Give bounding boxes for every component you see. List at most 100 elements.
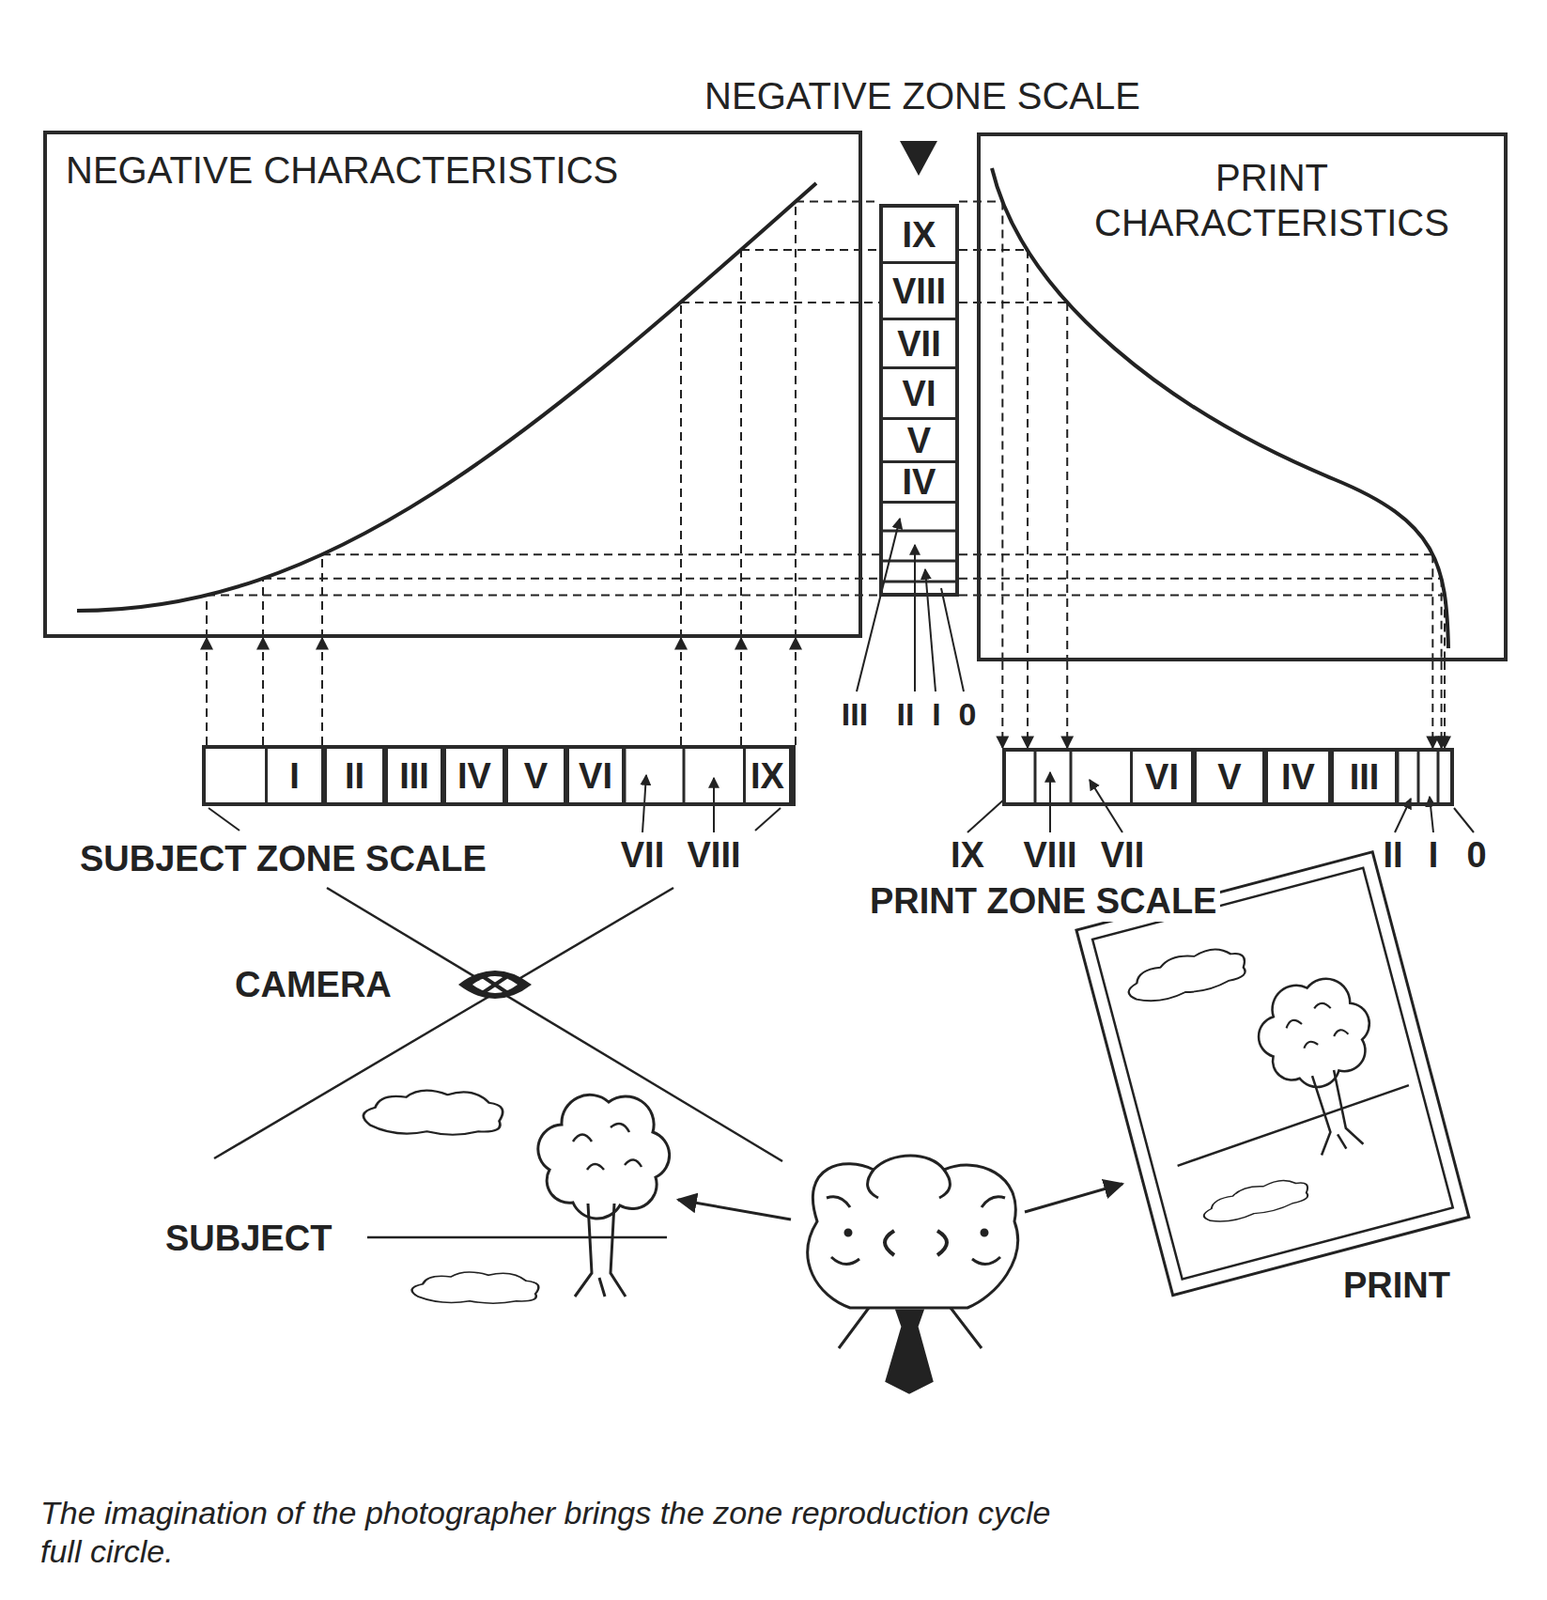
projection-line — [680, 301, 880, 304]
projection-guides — [206, 201, 1445, 662]
leader-lines — [208, 518, 1474, 833]
projection-line — [740, 637, 743, 745]
zone-number: IV — [902, 464, 937, 500]
negative-curve — [77, 183, 817, 611]
zone-cell: III — [1330, 751, 1398, 803]
zone-number: III — [1349, 758, 1380, 795]
zone-cell: VI — [1129, 751, 1194, 803]
projection-line — [206, 593, 880, 596]
zone-label: III — [839, 696, 870, 732]
heading-text: SUBJECT ZONE SCALE — [79, 839, 487, 880]
zone-label: VIII — [684, 835, 743, 876]
zone-cell: III — [385, 748, 444, 803]
projection-line — [959, 577, 1442, 580]
zone-cell: VI — [566, 748, 625, 803]
zone-label: VII — [1098, 835, 1146, 876]
projection-line — [959, 593, 1445, 596]
projection-line — [1026, 249, 1029, 662]
zone-cell: V — [1193, 751, 1266, 803]
projection-line — [322, 553, 880, 556]
dashed-connector — [206, 637, 796, 745]
projection-line — [1001, 661, 1004, 748]
dashed-connector — [959, 201, 1445, 596]
zone-label: II — [895, 696, 917, 732]
zone-cell: II — [324, 748, 386, 803]
zone-label: 0 — [957, 696, 979, 732]
camera-lens — [458, 970, 532, 999]
projection-line — [1431, 554, 1434, 662]
zone-cell: IX — [742, 748, 792, 803]
projection-line — [1001, 201, 1004, 662]
zone-number: IX — [750, 758, 785, 794]
zone-number: VI — [578, 758, 613, 794]
heading-text: PRINT ZONE SCALE — [866, 881, 1221, 922]
projection-line — [680, 637, 682, 745]
heading-text: NEGATIVE CHARACTERISTICS — [65, 149, 619, 191]
zone-number: I — [289, 758, 300, 794]
zone-label: 0 — [1464, 835, 1488, 876]
zone-cell: I — [264, 748, 325, 803]
zone-label: I — [929, 696, 943, 732]
pointer-triangle — [899, 140, 938, 176]
zone-cell: IV — [443, 748, 506, 803]
zone-number: VIII — [892, 273, 946, 310]
subject-scene — [363, 1090, 670, 1304]
zone-number: IV — [457, 758, 492, 794]
zone-scale: PRINT ZONE SCALEVIVIVIII — [1002, 747, 1455, 806]
scene-label: PRINT — [1341, 1266, 1453, 1306]
projection-line — [1443, 594, 1446, 662]
zone-label: VIII — [1021, 835, 1079, 876]
zone-number: V — [1217, 758, 1241, 795]
projection-line — [959, 553, 1433, 556]
projection-line — [959, 248, 1028, 251]
projection-line — [1443, 661, 1446, 748]
chart-panel: NEGATIVE CHARACTERISTICS — [43, 130, 863, 638]
zone-number: VI — [1144, 758, 1179, 795]
projection-line — [205, 637, 208, 745]
zone-label: IX — [948, 835, 987, 876]
projection-line — [1440, 661, 1443, 748]
scene-label: SUBJECT — [163, 1219, 334, 1259]
projection-line — [794, 201, 797, 638]
projection-line — [1431, 661, 1434, 748]
zone-cell: IV — [1265, 751, 1331, 803]
zone-label: II — [1380, 835, 1405, 876]
projection-line — [1440, 578, 1443, 662]
projection-line — [262, 578, 264, 638]
dashed-connector — [206, 201, 880, 596]
camera-rays — [214, 887, 783, 1161]
zone-cell: V — [882, 419, 956, 464]
zone-number: III — [399, 758, 430, 794]
projection-line — [1066, 661, 1068, 748]
projection-line — [1026, 661, 1029, 748]
cell-dividers — [624, 530, 1439, 806]
projection-line — [959, 201, 1003, 203]
zone-scale: NEGATIVE ZONE SCALEIXVIIIVIIVIVIV — [879, 203, 960, 597]
projection-line — [680, 302, 682, 638]
heading-text: PRINT CHARACTERISTICS — [1065, 154, 1479, 246]
projection-line — [795, 201, 880, 203]
zone-scale: SUBJECT ZONE SCALEIIIIIIIVVVIIX — [201, 744, 796, 806]
projection-line — [1066, 302, 1068, 662]
projection-line — [740, 249, 743, 638]
heading-text: NEGATIVE ZONE SCALE — [704, 75, 1141, 117]
projection-line — [794, 637, 797, 745]
zone-number: IV — [1281, 758, 1315, 795]
zone-number: IX — [902, 216, 937, 253]
projection-line — [262, 577, 880, 580]
projection-line — [321, 637, 324, 745]
figure-caption: The imagination of the photographer brin… — [40, 1493, 1061, 1571]
zone-number: V — [524, 758, 548, 794]
zone-cell: VIII — [882, 263, 956, 321]
projection-line — [741, 248, 880, 251]
chart-panel: PRINT CHARACTERISTICS — [976, 132, 1508, 662]
projection-line — [321, 554, 324, 638]
zone-label: I — [1426, 835, 1441, 876]
zone-cell: IX — [882, 207, 956, 264]
projection-line — [959, 301, 1068, 304]
zone-label: VII — [618, 835, 666, 876]
zone-cell: VII — [882, 320, 956, 370]
zone-number: VI — [902, 375, 937, 412]
zone-cell: V — [505, 748, 567, 803]
